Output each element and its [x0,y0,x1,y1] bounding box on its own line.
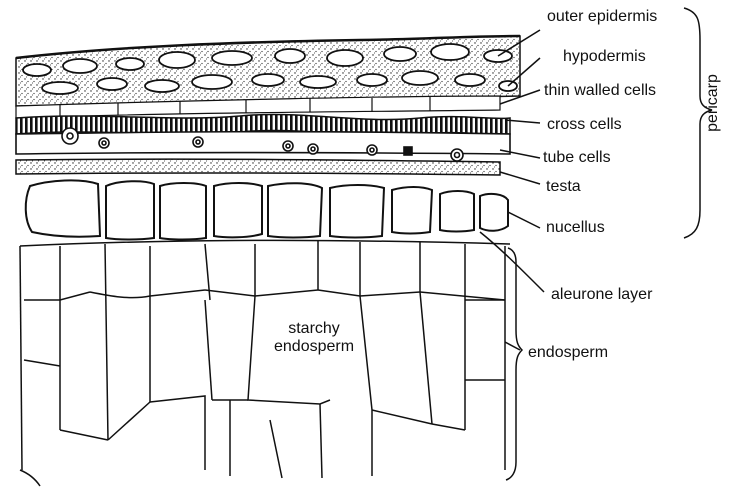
aleurone-cells [26,180,508,239]
tube-cells-layer [16,128,510,161]
label-endosperm: endosperm [528,344,608,362]
label-testa: testa [546,178,581,196]
endosperm-brace [506,248,522,480]
label-starchy-line1: starchy [274,320,354,338]
starchy-endosperm-cells [20,240,510,486]
label-pericarp-text: pericarp [704,74,722,132]
label-cross-cells: cross cells [547,116,622,134]
label-hypodermis: hypodermis [563,48,646,66]
testa-layer [16,159,500,175]
label-outer-epidermis: outer epidermis [547,8,657,26]
label-pericarp: pericarp [703,58,723,148]
label-starchy-line2: endosperm [274,338,354,356]
label-tube-cells: tube cells [543,149,611,167]
label-nucellus: nucellus [546,219,605,237]
label-starchy-endosperm: starchy endosperm [274,320,354,356]
label-aleurone-layer: aleurone layer [551,286,652,304]
label-thin-walled-cells: thin walled cells [544,82,656,100]
